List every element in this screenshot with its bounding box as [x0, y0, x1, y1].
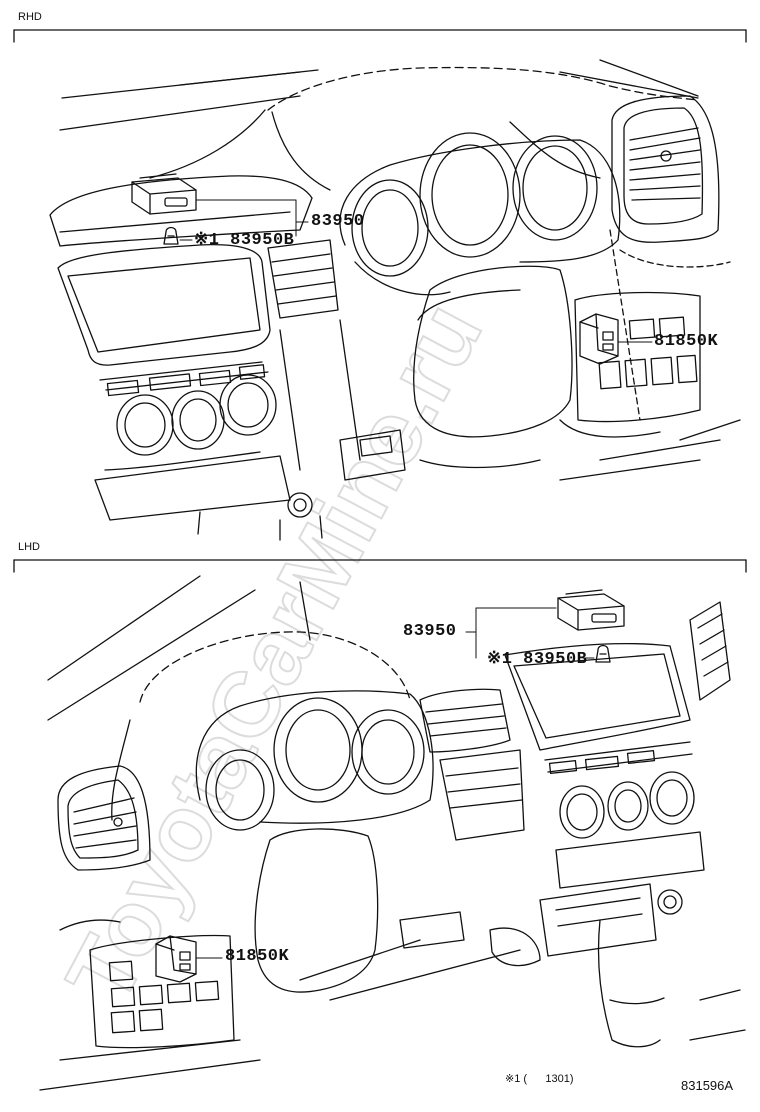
- lhd-switch-81850k: [155, 935, 197, 983]
- callout-rhd-83950: 83950: [311, 212, 365, 231]
- rhd-dashboard-drawing: [49, 59, 741, 541]
- rhd-switch-81850k: [579, 313, 619, 365]
- section-frame-lhd: [13, 559, 747, 573]
- section-frame-rhd: [13, 29, 747, 43]
- lhd-dashboard-drawing: [39, 575, 746, 1091]
- callout-rhd-81850k: 81850K: [654, 332, 719, 351]
- callout-rhd-83950b: ※1 83950B: [194, 231, 295, 250]
- figure-id: 831596A: [681, 1078, 734, 1093]
- rhd-switch-83950: [131, 173, 197, 215]
- footnote: ※1 ( 1301): [505, 1073, 574, 1085]
- lhd-clip-83950b: [595, 644, 611, 663]
- callout-lhd-83950: 83950: [403, 622, 457, 641]
- section-label-rhd: RHD: [18, 11, 42, 23]
- callout-lhd-81850k: 81850K: [225, 947, 290, 966]
- callout-lhd-83950b: ※1 83950B: [487, 650, 588, 669]
- rhd-clip-83950b: [163, 226, 179, 245]
- lhd-switch-83950: [557, 589, 625, 631]
- section-label-lhd: LHD: [18, 541, 41, 553]
